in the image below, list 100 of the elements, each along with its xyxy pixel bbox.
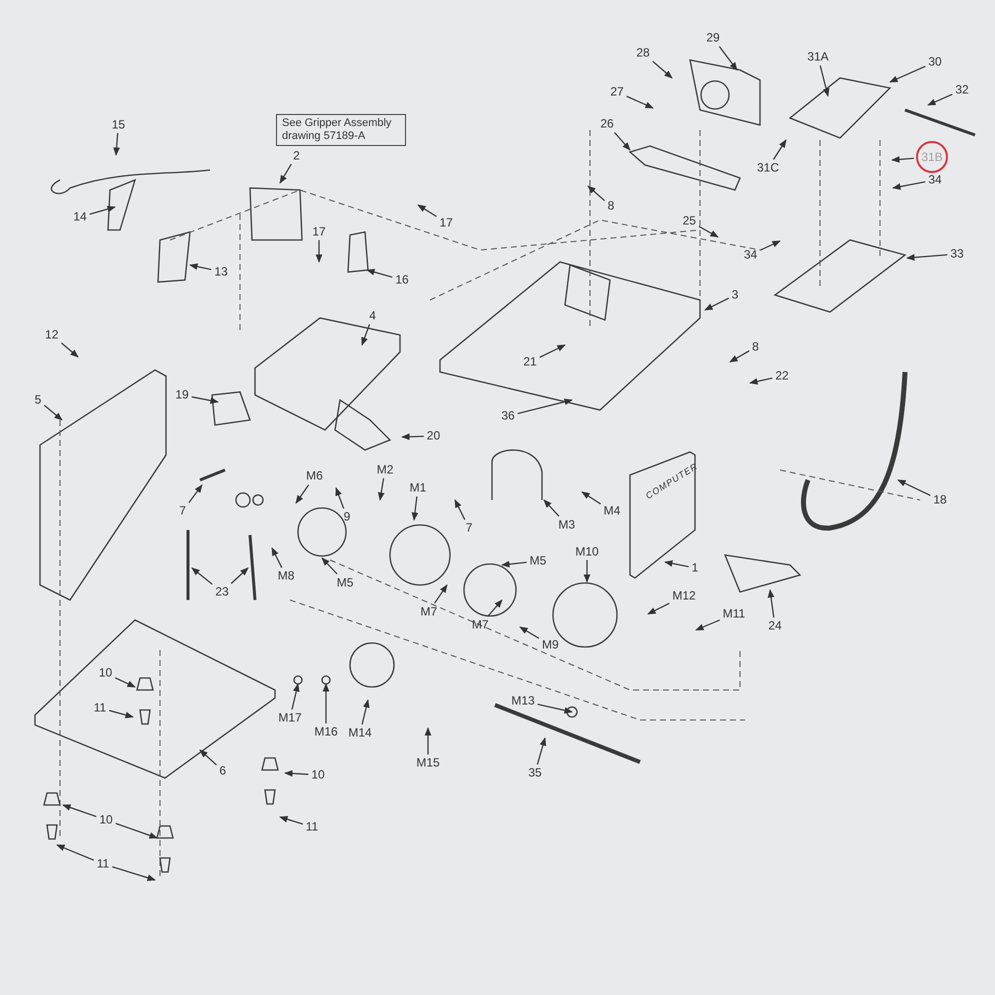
- callout-number: 16: [394, 274, 410, 286]
- callout-number: 10: [98, 666, 114, 680]
- callout-number: 20: [426, 429, 442, 442]
- leader-arrow: [378, 478, 385, 501]
- callout-number: 7: [178, 504, 187, 518]
- callout-number: 21: [522, 356, 538, 368]
- callout-number: 33: [949, 248, 965, 260]
- callout-number: 31C: [756, 162, 780, 174]
- callout-number: 30: [927, 56, 943, 68]
- leader-arrow: [362, 699, 370, 725]
- leader-arrow: [718, 46, 738, 71]
- callout-number: 35: [527, 766, 543, 780]
- callout-number: 4: [368, 309, 377, 322]
- callout-number: M8: [276, 570, 296, 583]
- note-box: See Gripper Assembly drawing 57189-A: [276, 114, 406, 146]
- callout-number: M5: [336, 576, 354, 590]
- callout-number: 14: [72, 210, 88, 224]
- leader-arrow: [321, 557, 338, 574]
- callout-number: 10: [98, 814, 114, 826]
- leader-arrow: [581, 492, 602, 504]
- callout-number: 13: [213, 265, 229, 278]
- leader-arrow: [109, 710, 134, 718]
- callout-number: 28: [635, 46, 651, 60]
- callout-number: M2: [376, 463, 394, 476]
- leader-arrow: [704, 298, 729, 311]
- leader-arrow: [191, 567, 213, 585]
- leader-arrow: [584, 560, 590, 583]
- leader-arrow: [454, 499, 466, 520]
- leader-arrow: [366, 268, 392, 278]
- callout-number: 17: [438, 216, 454, 230]
- leader-arrow: [56, 844, 94, 861]
- leader-arrow: [316, 240, 322, 263]
- callout-number: 34: [742, 248, 758, 262]
- leader-arrow: [284, 770, 308, 777]
- leader-arrow: [487, 599, 503, 617]
- callout-number: M17: [277, 712, 303, 724]
- callout-number: M1: [408, 482, 428, 494]
- leader-arrow: [112, 866, 156, 881]
- leader-arrow: [695, 619, 720, 631]
- callout-number: 22: [774, 370, 790, 382]
- leader-arrow: [116, 822, 158, 839]
- leader-arrow: [729, 350, 750, 363]
- leader-arrow: [892, 181, 926, 190]
- callout-number: 12: [44, 328, 60, 342]
- leader-arrow: [820, 65, 830, 97]
- callout-number: 18: [932, 494, 948, 506]
- callout-number: M6: [305, 470, 324, 483]
- callout-number: 31A: [806, 50, 830, 64]
- callout-number: M3: [557, 518, 576, 532]
- leader-arrow: [891, 156, 914, 163]
- callout-number: 10: [310, 768, 326, 782]
- leader-arrow: [230, 567, 249, 584]
- leader-arrow: [424, 727, 432, 754]
- leader-arrow: [536, 737, 546, 765]
- leader-arrow: [291, 683, 300, 710]
- callout-number: 26: [599, 118, 615, 130]
- leader-arrow: [361, 324, 370, 346]
- callout-number: 8: [606, 200, 616, 213]
- callout-number: 9: [342, 510, 352, 524]
- callout-number: M5: [528, 554, 548, 568]
- callout-number: M16: [313, 726, 339, 738]
- leader-arrow: [412, 496, 418, 521]
- leader-arrow: [434, 584, 448, 604]
- callout-number: 32: [954, 84, 970, 96]
- callout-number: M9: [541, 638, 560, 652]
- callout-number: 5: [34, 394, 42, 406]
- callout-number: 29: [705, 32, 721, 44]
- leader-arrow: [192, 396, 219, 404]
- callout-number: 17: [311, 225, 327, 238]
- leader-arrow: [927, 94, 953, 106]
- callout-number: 19: [174, 388, 190, 402]
- leader-arrow: [652, 60, 673, 79]
- leader-arrow: [518, 398, 573, 414]
- callout-number: M12: [671, 590, 697, 602]
- leader-arrow: [773, 139, 786, 160]
- leader-arrow: [768, 589, 774, 618]
- leader-arrow: [188, 484, 202, 504]
- leader-arrow: [271, 547, 282, 568]
- leader-arrow: [322, 683, 330, 724]
- leader-arrow: [889, 66, 926, 83]
- leader-arrow: [760, 240, 781, 251]
- circled-callout-number: 31B: [916, 141, 948, 173]
- callout-number: M11: [722, 608, 746, 620]
- callout-number: 1: [690, 562, 700, 574]
- callout-number: 15: [110, 118, 126, 132]
- leader-arrow: [401, 433, 424, 440]
- callout-number: 34: [927, 174, 943, 186]
- leader-arrow: [647, 602, 670, 615]
- leader-arrow: [90, 206, 116, 215]
- leader-arrow: [189, 263, 212, 270]
- leader-arrow: [698, 226, 719, 238]
- leader-arrow: [61, 342, 79, 358]
- leader-arrow: [539, 344, 566, 358]
- callout-number: 25: [682, 214, 697, 228]
- leader-arrow: [114, 677, 136, 688]
- leader-arrow: [906, 254, 948, 261]
- callout-number: M10: [574, 545, 600, 558]
- leader-arrow: [543, 499, 560, 517]
- callout-number: 24: [767, 620, 783, 632]
- leader-arrow: [664, 560, 689, 568]
